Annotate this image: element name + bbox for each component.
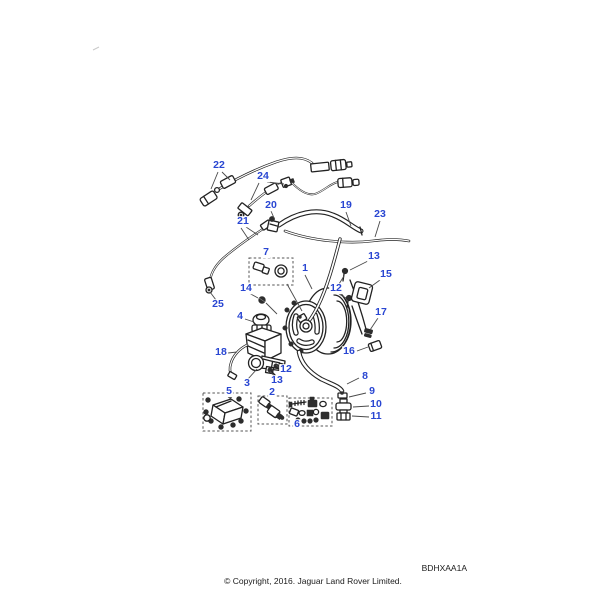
cable-22 (199, 156, 353, 207)
pin-16 (367, 339, 383, 353)
copyright-text: © Copyright, 2016. Jaguar Land Rover Lim… (224, 576, 402, 586)
clip-20 (266, 216, 280, 233)
gasket-15 (350, 281, 374, 305)
servo-1 (282, 267, 367, 355)
hose-8 (296, 349, 345, 394)
stray-mark (92, 46, 100, 51)
drawing-code: BDHXAA1A (421, 563, 467, 573)
reservoir-4 (245, 313, 282, 362)
master-cylinder-3 (247, 354, 286, 376)
hose-19 (276, 209, 364, 236)
pump-box-5 (202, 392, 252, 432)
clip-17 (363, 328, 373, 338)
servo-check-valve (296, 313, 313, 333)
hose-18 (227, 343, 249, 381)
fitting-25 (204, 276, 215, 294)
hose-23 (283, 229, 411, 244)
nut-14 (258, 296, 266, 304)
valve-9-10-11 (335, 391, 352, 421)
switch-box-2 (257, 395, 288, 425)
vacuum-hose (307, 237, 342, 323)
fittings-box-6 (288, 396, 333, 427)
valve-grommet-box-7 (248, 257, 294, 286)
leader-lines (209, 171, 381, 418)
cable-24 (237, 176, 360, 219)
